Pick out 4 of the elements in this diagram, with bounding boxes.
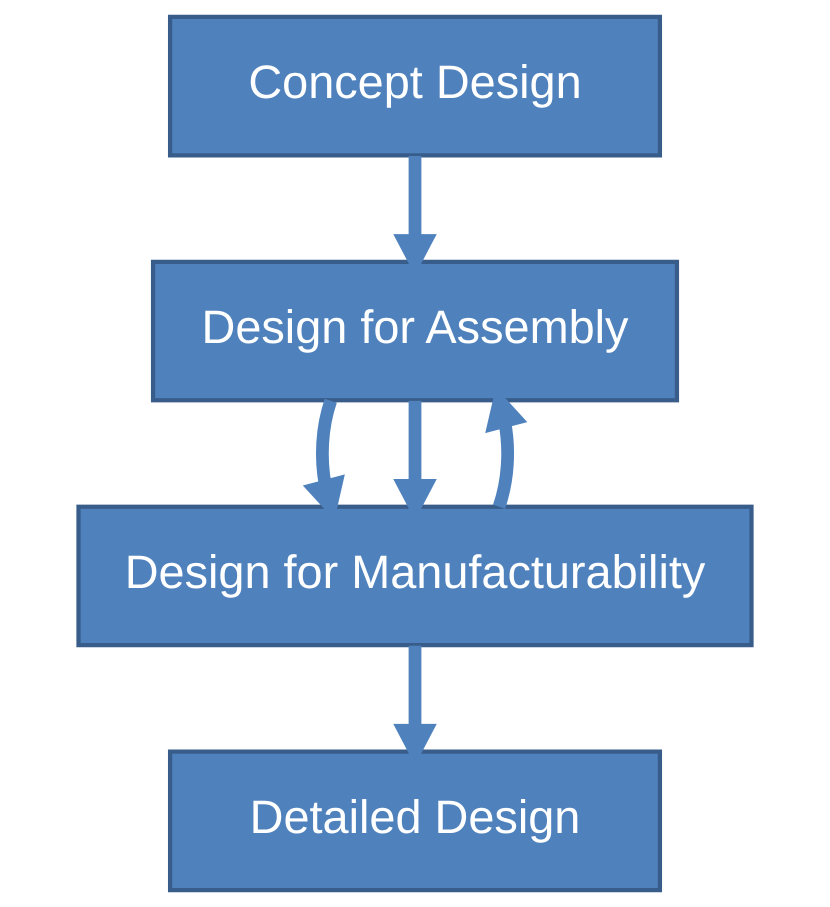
node-box: Concept Design [168,14,662,158]
node-box: Detailed Design [168,750,662,892]
node-box: Design for Manufacturability [76,504,754,648]
node-box: Design for Assembly [150,260,680,402]
